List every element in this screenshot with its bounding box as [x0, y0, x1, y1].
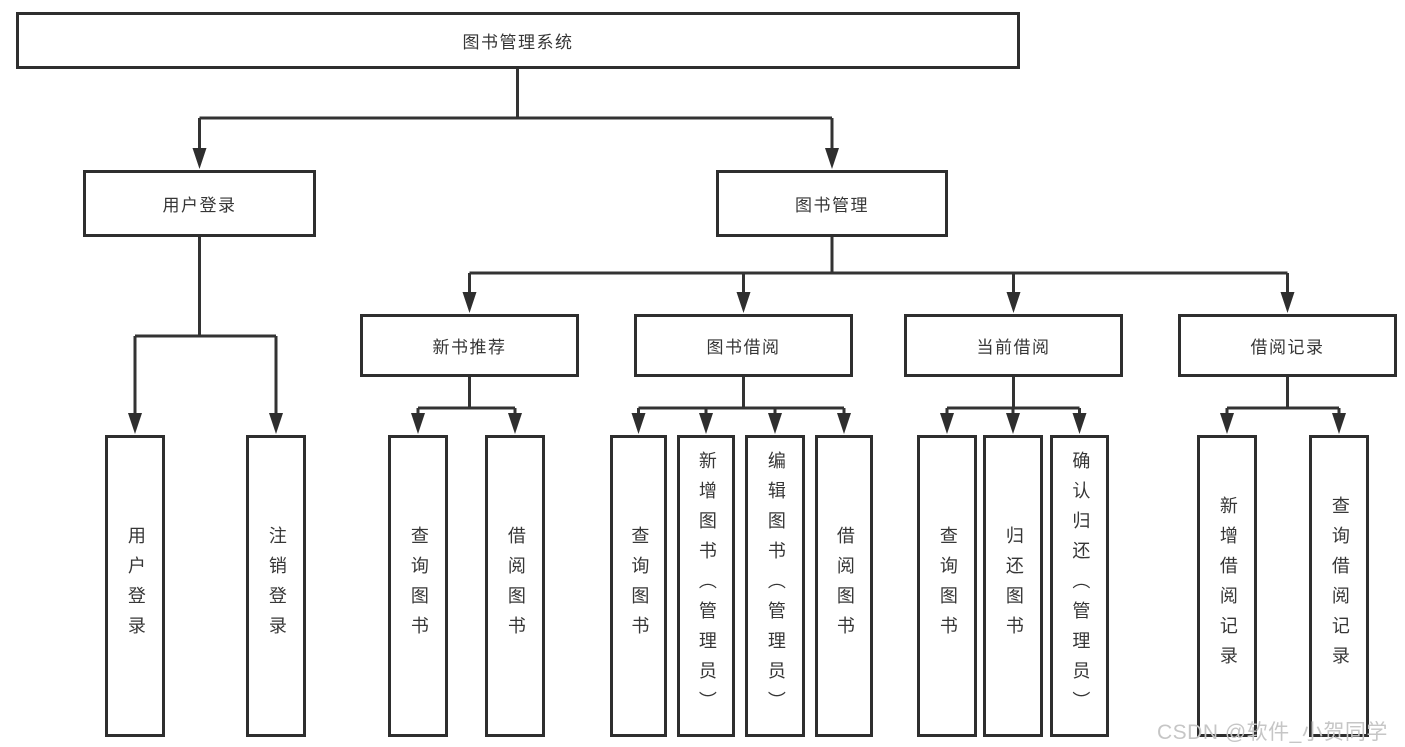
node-new-book-recommend-label: 新书推荐 [432, 338, 507, 357]
leaf-query-books-borrowing: 查询图书 [610, 435, 667, 737]
connector-borrowing-records-children [1225, 377, 1341, 417]
leaf-query-books-recommend: 查询图书 [388, 435, 448, 737]
leaf-user-login: 用户登录 [105, 435, 165, 737]
leaf-query-books-current: 查询图书 [917, 435, 977, 737]
leaf-query-books-current-label: 查询图书 [937, 526, 958, 646]
leaf-logout-login: 注销登录 [246, 435, 306, 737]
leaf-user-login-label: 用户登录 [125, 526, 146, 646]
leaf-confirm-return-admin: 确认归还（管理员） [1050, 435, 1109, 737]
leaf-add-borrow-record-label: 新增借阅记录 [1217, 496, 1238, 676]
node-borrowing-records: 借阅记录 [1178, 314, 1397, 377]
node-library-management-system: 图书管理系统 [16, 12, 1020, 69]
node-library-management-system-label: 图书管理系统 [462, 33, 574, 52]
leaf-confirm-return-admin-label: 确认归还（管理员） [1070, 451, 1091, 721]
leaf-query-books-recommend-label: 查询图书 [408, 526, 429, 646]
arrowheads [128, 148, 1346, 434]
node-book-borrowing: 图书借阅 [634, 314, 853, 377]
leaf-borrow-books-borrowing: 借阅图书 [815, 435, 873, 737]
node-book-borrowing-label: 图书借阅 [706, 338, 781, 357]
leaf-query-borrow-record: 查询借阅记录 [1309, 435, 1369, 737]
leaf-borrow-books-recommend: 借阅图书 [485, 435, 545, 737]
leaf-return-books: 归还图书 [983, 435, 1043, 737]
connector-book-borrowing-children [637, 377, 846, 417]
node-current-borrowing-label: 当前借阅 [976, 338, 1051, 357]
leaf-return-books-label: 归还图书 [1003, 526, 1024, 646]
connector-new-book-recommend-children [416, 377, 517, 417]
leaf-edit-books-admin-label: 编辑图书（管理员） [765, 451, 786, 721]
connector-book-management-children [468, 237, 1289, 295]
node-borrowing-records-label: 借阅记录 [1250, 338, 1325, 357]
leaf-edit-books-admin: 编辑图书（管理员） [745, 435, 805, 737]
leaf-logout-login-label: 注销登录 [266, 526, 287, 646]
watermark-text: CSDN @软件_小贺同学 [1157, 721, 1388, 744]
leaf-add-books-admin: 新增图书（管理员） [677, 435, 735, 737]
node-new-book-recommend: 新书推荐 [360, 314, 579, 377]
connector-user-login-children [133, 237, 278, 417]
node-user-login: 用户登录 [83, 170, 316, 237]
connector-current-borrowing-children [945, 377, 1081, 417]
leaf-query-books-borrowing-label: 查询图书 [629, 526, 650, 646]
leaf-query-borrow-record-label: 查询借阅记录 [1329, 496, 1350, 676]
node-user-login-label: 用户登录 [162, 196, 237, 215]
connector-root-to-level2 [198, 69, 834, 152]
leaf-borrow-books-borrowing-label: 借阅图书 [834, 526, 855, 646]
leaf-add-books-admin-label: 新增图书（管理员） [696, 451, 717, 721]
node-book-management-label: 图书管理 [795, 196, 869, 215]
node-current-borrowing: 当前借阅 [904, 314, 1123, 377]
leaf-borrow-books-recommend-label: 借阅图书 [505, 526, 526, 646]
node-book-management: 图书管理 [716, 170, 948, 237]
leaf-add-borrow-record: 新增借阅记录 [1197, 435, 1257, 737]
